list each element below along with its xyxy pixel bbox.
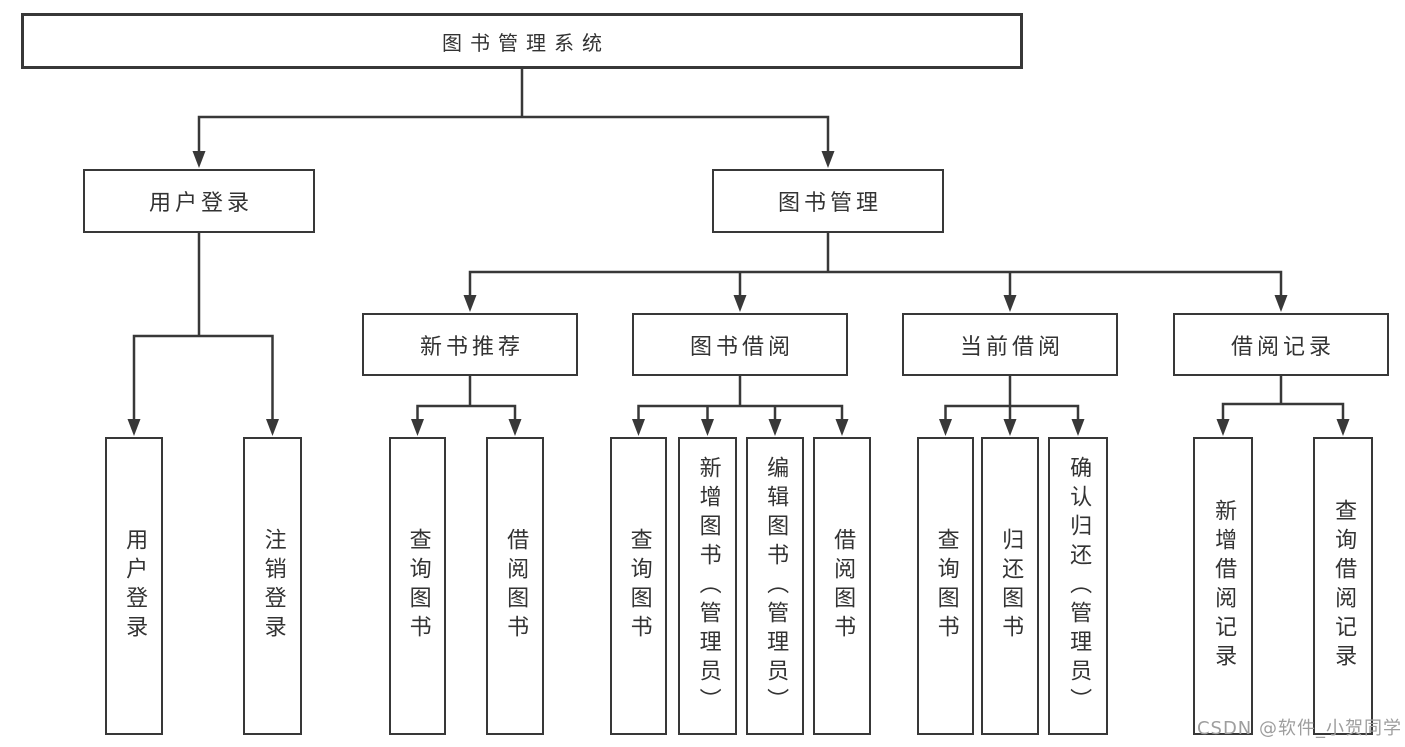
node-library-system-label: 图书管理系统: [442, 30, 610, 55]
branch-book-management: [468, 229, 1283, 297]
branch-user-login: [132, 229, 274, 421]
leaf-query-book-recommend-label: 查询图书: [405, 528, 431, 644]
node-user-login-label: 用户登录: [148, 191, 253, 216]
branch-new-books: [416, 372, 517, 421]
leaf-return-book: 归还图书: [981, 437, 1039, 735]
leaf-borrow-book-recommend-label: 借阅图书: [503, 528, 529, 644]
leaf-confirm-return-admin: 确认归还（管理员）: [1048, 437, 1108, 735]
leaf-add-borrow-record-label: 新增借阅记录: [1211, 499, 1237, 673]
watermark-text: CSDN @软件_小贺同学: [1196, 718, 1402, 739]
leaf-user-login: 用户登录: [105, 437, 163, 735]
node-new-book-recommend: 新书推荐: [362, 313, 578, 376]
node-book-management: 图书管理: [712, 169, 944, 233]
node-user-login: 用户登录: [83, 169, 315, 233]
node-current-borrow: 当前借阅: [902, 313, 1118, 376]
leaf-add-borrow-record: 新增借阅记录: [1193, 437, 1253, 735]
leaf-query-book-borrow-label: 查询图书: [626, 528, 652, 644]
leaf-logout: 注销登录: [243, 437, 302, 735]
branch-borrow-records: [1221, 372, 1345, 421]
node-borrow-records-label: 借阅记录: [1230, 334, 1335, 360]
leaf-query-book-current-label: 查询图书: [933, 528, 959, 644]
leaf-borrow-book-label: 借阅图书: [830, 528, 856, 644]
node-borrow-records: 借阅记录: [1173, 313, 1389, 376]
leaf-query-borrow-record: 查询借阅记录: [1313, 437, 1373, 735]
leaf-add-book-admin-label: 新增图书（管理员）: [695, 455, 721, 717]
leaf-query-book-borrow: 查询图书: [610, 437, 667, 735]
node-current-borrow-label: 当前借阅: [959, 334, 1064, 360]
leaf-query-book-current: 查询图书: [917, 437, 974, 735]
leaf-logout-label: 注销登录: [260, 528, 286, 644]
node-book-borrow: 图书借阅: [632, 313, 848, 376]
branch-book-borrow: [637, 372, 844, 421]
node-library-system: 图书管理系统: [21, 13, 1023, 69]
leaf-edit-book-admin: 编辑图书（管理员）: [746, 437, 804, 735]
branch-current-borrow: [944, 372, 1080, 421]
leaf-add-book-admin: 新增图书（管理员）: [678, 437, 737, 735]
node-book-borrow-label: 图书借阅: [689, 334, 794, 360]
leaf-edit-book-admin-label: 编辑图书（管理员）: [763, 455, 789, 717]
node-new-book-recommend-label: 新书推荐: [419, 334, 524, 360]
leaf-return-book-label: 归还图书: [998, 528, 1024, 644]
leaf-query-borrow-record-label: 查询借阅记录: [1331, 499, 1357, 673]
node-book-management-label: 图书管理: [777, 191, 882, 216]
leaf-borrow-book: 借阅图书: [813, 437, 871, 735]
leaf-borrow-book-recommend: 借阅图书: [486, 437, 544, 735]
leaf-confirm-return-admin-label: 确认归还（管理员）: [1066, 455, 1092, 717]
leaf-query-book-recommend: 查询图书: [389, 437, 446, 735]
branch-root: [197, 64, 830, 153]
leaf-user-login-label: 用户登录: [122, 528, 148, 644]
